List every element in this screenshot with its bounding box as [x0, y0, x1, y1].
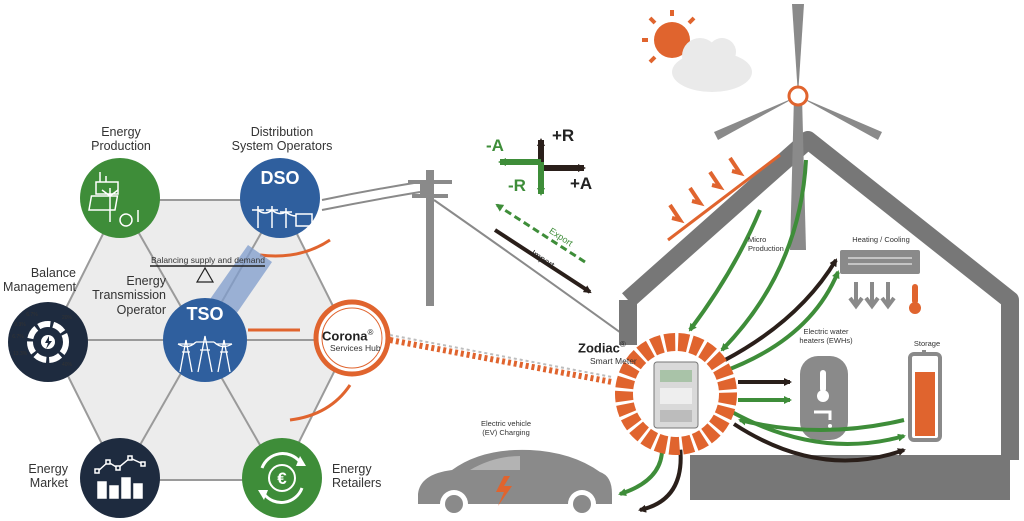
sun-cloud-icon — [642, 10, 752, 92]
house-outline — [619, 131, 1019, 500]
energy-production-label: Energy Production — [91, 125, 151, 154]
dso-abbr: DSO — [260, 168, 300, 188]
electric-water-heater-icon — [800, 356, 848, 440]
donut-value-2: 20% — [61, 315, 72, 321]
utility-pole-icon — [408, 170, 629, 339]
sun-rays-arrows — [668, 156, 745, 224]
solar-panel-icon — [667, 153, 781, 242]
zodiac-brand: Zodiac® — [578, 340, 626, 356]
balancing-band — [208, 245, 272, 320]
tso-label: Energy Transmission Operator — [92, 274, 166, 317]
corona-brand: Corona® — [322, 328, 374, 344]
power-lines-icon — [252, 206, 313, 228]
energy-market-node — [80, 438, 160, 518]
import-arrow — [493, 228, 592, 294]
export-arrow — [495, 203, 586, 264]
donut-value-1: 6.7% — [26, 312, 38, 318]
corona-services-hub-node — [313, 299, 391, 377]
euro-cycle-icon: € — [258, 452, 306, 504]
donut-value-6: 40% — [61, 362, 72, 368]
ev-charging-label: Electric vehicle (EV) Charging — [480, 419, 532, 437]
corona-meter-link — [389, 337, 613, 385]
tso-abbr: TSO — [186, 304, 224, 324]
svg-text:€: € — [277, 469, 287, 488]
tso-node — [163, 298, 247, 382]
donut-value-5: 13.3% — [13, 351, 28, 357]
balance-scale-icon — [195, 266, 215, 283]
corona-sub: Services Hub — [330, 343, 381, 353]
wind-turbine-icon — [714, 4, 882, 250]
quadrant-pos-a: +A — [570, 174, 593, 193]
donut-chart-icon — [27, 321, 69, 363]
quadrant-pos-r: +R — [552, 126, 575, 145]
energy-market-label: Energy Market — [28, 462, 68, 491]
donut-value-3: 9.3% — [14, 322, 26, 328]
quadrant-arrows — [498, 138, 586, 196]
micro-production-label: Micro Production — [748, 235, 784, 253]
market-chart-icon — [94, 455, 146, 499]
ewh-label: Electric water heaters (EWHs) — [799, 327, 853, 345]
electric-vehicle-icon — [418, 449, 612, 518]
quadrant-neg-r: -R — [508, 176, 526, 195]
zodiac-sub: Smart Meter — [590, 356, 637, 366]
heating-cooling-label: Heating / Cooling — [852, 235, 910, 244]
energy-retailers-node: € — [242, 438, 322, 518]
smart-meter-node — [615, 333, 737, 455]
factory-wind-solar-icon — [88, 172, 139, 227]
balance-management-label: Balance Management — [3, 266, 76, 295]
heating-cooling-icon — [840, 250, 921, 314]
storage-battery-icon — [908, 350, 942, 442]
donut-value-4: 6.7% — [12, 334, 24, 340]
balance-management-node — [8, 302, 88, 382]
dso-label: Distribution System Operators — [231, 125, 333, 154]
energy-production-node — [80, 158, 160, 238]
energy-retailers-label: Energy Retailers — [332, 462, 382, 491]
dso-node — [240, 158, 320, 238]
storage-label: Storage — [913, 339, 941, 348]
quadrant-neg-a: -A — [486, 136, 504, 155]
smart-meter-icon — [653, 361, 699, 429]
transmission-tower-icon — [177, 335, 233, 373]
balancing-label: Balancing supply and demand — [151, 255, 265, 265]
